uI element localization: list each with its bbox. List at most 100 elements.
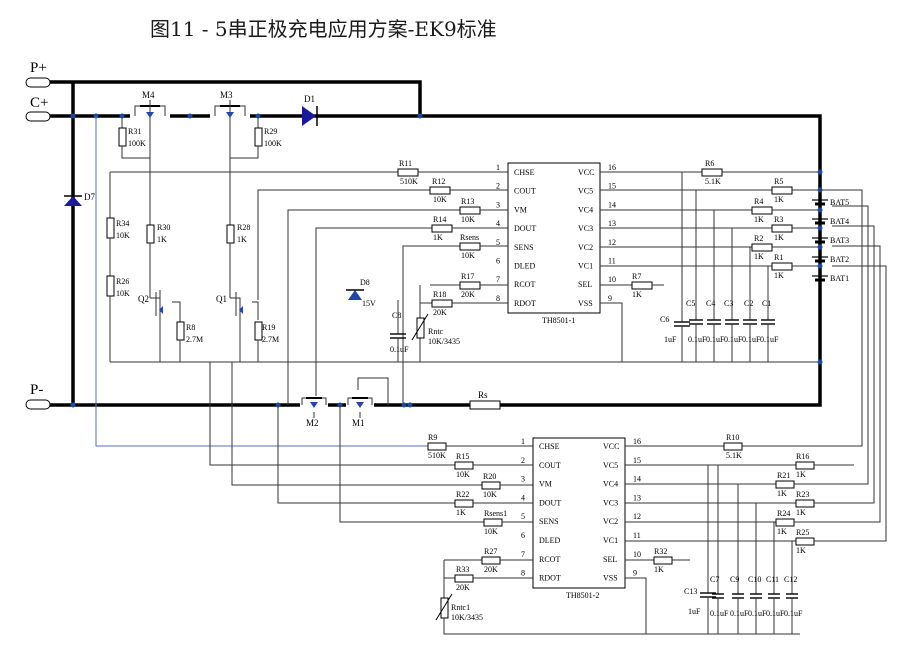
ic1: TH8501-1 [507,162,601,325]
resistor-r1: R1 1K [600,253,820,280]
ic1-pin-name: VSS [578,299,593,308]
ic2-pin-num: 10 [633,550,641,559]
resistor-r12: R12 10K [257,177,508,300]
resistor-r17: R17 20K [430,272,508,299]
ic2-pin-num: 6 [521,531,525,540]
ic1-pin-num: 15 [608,182,616,191]
r24-value: 1K [777,527,787,536]
r28-value: 1K [237,235,247,244]
capacitor-c3: C3 0.1uF [724,228,743,362]
resistor-r10: R10 5.1K [625,189,863,460]
ic1-pin-num: 7 [496,275,500,284]
ic2-pin-name: COUT [539,461,561,470]
capacitor-c2: C2 0.1uF [742,247,761,362]
ic2-pin-num: 3 [521,475,525,484]
m4-label: M4 [142,90,155,100]
r31-value: 100K [128,139,146,148]
resistor-r30: R30 1K [146,223,170,298]
c4-value: 0.1uF [706,335,725,344]
ic2-pin-num: 1 [521,437,525,446]
ic1-pin-name: VC1 [578,262,593,271]
r8-value: 2.7M [186,335,203,344]
ic1-pin-name: VC5 [578,187,593,196]
resistor-rsens1: Rsens1 10K [339,405,533,536]
d1-label: D1 [304,94,315,104]
c7-label: C7 [710,575,719,584]
c11-label: C11 [766,575,779,584]
r11-label: R11 [399,159,412,168]
ic2-pin-num: 5 [521,512,525,521]
mosfet-m3: M3 [210,90,250,130]
r32-value: 1K [654,565,664,574]
c12-value: 0.1uF [784,609,803,618]
ic1-pin-name: DLED [514,262,536,271]
r12-value: 10K [433,195,447,204]
resistor-r19: R19 2.7M [254,321,279,362]
r34-label: R34 [116,219,129,228]
r29-value: 100K [264,139,282,148]
resistor-r4: R4 1K [600,197,820,224]
r23-value: 1K [796,508,806,517]
r14-label: R14 [433,215,446,224]
ic1-pin-name: SEL [578,280,592,289]
resistor-r13: R13 10K [287,197,508,405]
resistor-r7: R7 1K [600,272,664,299]
c2-label: C2 [744,299,753,308]
ic1-pin-name: RCOT [514,280,535,289]
resistor-r29: R29 100K [230,116,282,159]
r2-value: 1K [754,252,764,261]
ic2-pin-name: VC3 [603,498,618,507]
terminal-p-minus-label: P- [30,382,43,398]
r23-label: R23 [796,490,809,499]
c6-label: C6 [660,315,669,324]
mosfet-m2: M2 [300,396,328,428]
ic2-pin-name: CHSE [539,442,560,451]
capacitor-c8: C8 0.1uF [390,300,409,362]
ic1-pin-num: 4 [496,219,500,228]
mosfet-m4: M4 [130,90,170,130]
rntc1-value: 10K/3435 [451,613,483,622]
rs-label: Rs [478,390,488,400]
c9-label: C9 [730,575,739,584]
ic1-pin-name: CHSE [514,168,535,177]
terminal-c-plus-label: C+ [30,95,48,111]
ic1-pin-num: 8 [496,294,500,303]
rntc-value: 10K/3435 [428,337,460,346]
r17-label: R17 [461,272,474,281]
rsens-label: Rsens [460,233,479,242]
ic2-pin-name: DLED [539,536,561,545]
ic1-pin-num: 5 [496,238,500,247]
r16-label: R16 [796,452,809,461]
d8-label: D8 [360,278,370,287]
capacitor-c7: C7 0.1uF [710,465,729,634]
capacitor-c5: C5 0.1uF [686,190,707,362]
thermistor-rntc: Rntc 10K/3435 [411,285,460,362]
ic1-pin-num: 2 [496,182,500,191]
r25-value: 1K [796,546,806,555]
r27-value: 20K [484,565,498,574]
r20-value: 10K [483,490,497,499]
ic2-pin-num: 4 [521,493,525,502]
c13-label: C13 [684,587,697,596]
resistor-r27: R27 20K [444,547,533,574]
zener-d8: D8 15V [346,278,376,308]
r10-label: R10 [726,433,739,442]
c7-value: 0.1uF [710,609,729,618]
c5-label: C5 [686,299,695,308]
r18-value: 20K [433,308,447,317]
ic1-pins: CHSE1COUT2VM3DOUT4SENS5DLED6RCOT7RDOT8VC… [496,163,616,308]
ic1-pin-name: VC2 [578,243,593,252]
r6-label: R6 [705,159,714,168]
r26-label: R26 [116,277,129,286]
rsens1-label: Rsens1 [484,509,507,518]
battery-label: BAT2 [830,255,849,264]
r16-value: 1K [796,470,806,479]
r4-value: 1K [754,215,764,224]
resistor-r18: R18 20K [420,290,508,317]
ic2-pin-num: 2 [521,456,525,465]
ic2-pin-name: RDOT [539,574,561,583]
capacitor-c6: C6 1uF [660,172,690,362]
resistor-r24: R24 1K [625,245,881,536]
ic2-pin-name: VC5 [603,461,618,470]
c1-label: C1 [762,299,771,308]
